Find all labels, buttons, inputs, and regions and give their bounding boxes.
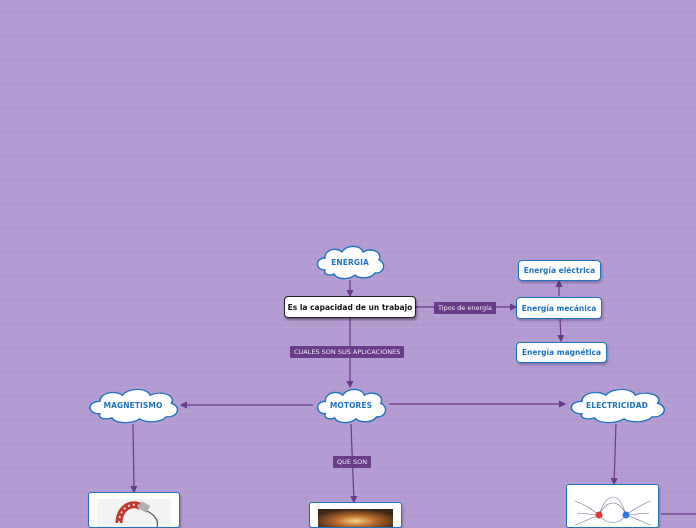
node-energia-electrica[interactable]: Energía eléctrica bbox=[518, 260, 601, 281]
cloud-shape-icon bbox=[316, 245, 385, 280]
link-label-que-son: QUE SON bbox=[333, 456, 372, 468]
node-electricidad-label: ELECTRICIDAD bbox=[586, 401, 648, 410]
node-magnetismo[interactable]: MAGNETISMO bbox=[84, 387, 182, 424]
node-energia-magnetica[interactable]: Energía magnética bbox=[516, 342, 607, 363]
node-energia-mecanica[interactable]: Energía mecánica bbox=[516, 297, 602, 319]
magnet-icon bbox=[97, 499, 171, 527]
node-definicion[interactable]: Es la capacidad de un trabajo bbox=[284, 296, 416, 318]
cloud-shape-icon bbox=[89, 388, 179, 424]
link-label-tipos: Tipos de energía bbox=[434, 302, 496, 314]
node-motores-label: MOTORES bbox=[329, 401, 373, 410]
link-to-magnetica bbox=[557, 317, 565, 343]
magnet-image-card[interactable] bbox=[88, 492, 180, 528]
cloud-shape-icon bbox=[570, 388, 666, 424]
node-magnetismo-label: MAGNETISMO bbox=[103, 401, 163, 410]
motor-icon bbox=[318, 509, 393, 527]
node-electricidad[interactable]: ELECTRICIDAD bbox=[565, 387, 669, 424]
link-to-field-image bbox=[610, 423, 618, 486]
cloud-shape-icon bbox=[316, 388, 387, 424]
electric-field-image-card[interactable] bbox=[566, 484, 659, 528]
link-label-aplicaciones: CUALES SON SUS APLICACIONES bbox=[290, 346, 405, 358]
node-motores[interactable]: MOTORES bbox=[313, 387, 389, 424]
link-to-magnet-image bbox=[130, 423, 138, 494]
electric-field-icon bbox=[567, 485, 658, 527]
node-energia[interactable]: ENERGIA bbox=[313, 244, 387, 280]
motor-image-card[interactable] bbox=[309, 502, 402, 528]
node-energia-label: ENERGIA bbox=[331, 257, 369, 267]
